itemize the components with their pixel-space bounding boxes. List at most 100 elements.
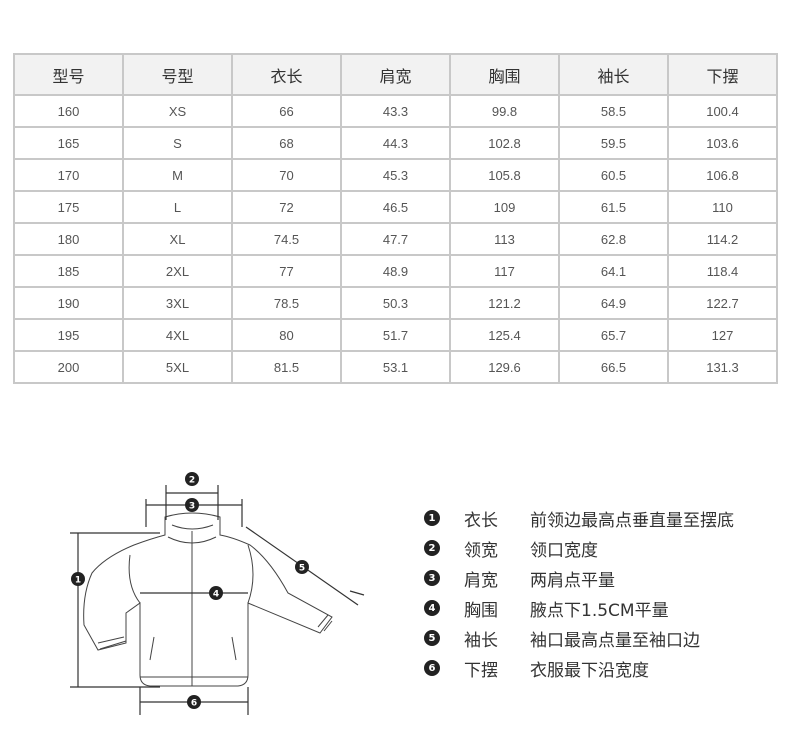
cell-shoulder: 45.3 [340,158,451,192]
marker-4: 4 [209,586,223,600]
header-shoulder: 肩宽 [340,53,451,96]
cell-length: 80 [231,318,342,352]
cell-model: 160 [13,94,124,128]
cell-size-code: 3XL [122,286,233,320]
legend-term: 衣长 [464,510,498,531]
svg-text:6: 6 [191,699,197,709]
legend-item: 5 袖长 袖口最高点量至袖口边 [424,623,734,653]
cell-length: 81.5 [231,350,342,384]
cell-chest: 99.8 [449,94,560,128]
cell-length: 72 [231,190,342,224]
cell-sleeve: 65.7 [558,318,669,352]
cell-chest: 113 [449,222,560,256]
svg-text:2: 2 [189,476,195,486]
cell-model: 190 [13,286,124,320]
jacket-diagram: 1 2 3 4 5 6 [70,472,365,715]
marker-6: 6 [187,695,201,709]
cell-hem: 131.3 [667,350,778,384]
cell-sleeve: 58.5 [558,94,669,128]
legend-term: 肩宽 [464,570,498,591]
cell-size-code: XL [122,222,233,256]
cell-length: 78.5 [231,286,342,320]
sleeve-seam-right [247,544,254,604]
cell-size-code: 2XL [122,254,233,288]
header-size-code: 号型 [122,53,233,96]
legend-term: 胸围 [464,600,498,621]
cell-chest: 105.8 [449,158,560,192]
cell-model: 170 [13,158,124,192]
legend-description: 两肩点平量 [530,570,615,591]
header-model: 型号 [13,53,124,96]
cell-model: 180 [13,222,124,256]
pocket-left [149,636,155,661]
cell-hem: 110 [667,190,778,224]
cell-hem: 103.6 [667,126,778,160]
legend-item: 4 胸围 腋点下1.5CM平量 [424,593,734,623]
cuff-right [317,614,333,632]
cell-sleeve: 66.5 [558,350,669,384]
cell-size-code: XS [122,94,233,128]
cell-size-code: 4XL [122,318,233,352]
cell-chest: 102.8 [449,126,560,160]
marker-3: 3 [185,498,199,512]
cell-chest: 121.2 [449,286,560,320]
legend-item: 2 领宽 领口宽度 [424,533,734,563]
cell-sleeve: 59.5 [558,126,669,160]
cell-hem: 118.4 [667,254,778,288]
cell-model: 165 [13,126,124,160]
cell-chest: 109 [449,190,560,224]
legend-description: 腋点下1.5CM平量 [530,600,669,621]
cell-size-code: L [122,190,233,224]
legend-number: 5 [424,630,440,646]
svg-text:4: 4 [213,590,219,600]
cell-sleeve: 62.8 [558,222,669,256]
cell-hem: 106.8 [667,158,778,192]
cell-model: 175 [13,190,124,224]
cell-sleeve: 61.5 [558,190,669,224]
svg-text:1: 1 [75,576,81,586]
cell-length: 70 [231,158,342,192]
marker-2: 2 [185,472,199,486]
cell-length: 77 [231,254,342,288]
legend-number: 6 [424,660,440,676]
cell-length: 66 [231,94,342,128]
cell-size-code: 5XL [122,350,233,384]
cell-length: 74.5 [231,222,342,256]
cell-model: 200 [13,350,124,384]
legend-number: 1 [424,510,440,526]
marker-5: 5 [295,560,309,574]
cell-size-code: M [122,158,233,192]
legend-description: 袖口最高点量至袖口边 [530,630,700,651]
marker-1: 1 [71,572,85,586]
pocket-right [231,636,237,661]
legend-term: 下摆 [464,660,498,681]
table-header-row: 型号 号型 衣长 肩宽 胸围 袖长 下摆 [13,53,778,96]
legend-item: 3 肩宽 两肩点平量 [424,563,734,593]
legend-description: 前领边最高点垂直量至摆底 [530,510,734,531]
cell-chest: 117 [449,254,560,288]
cell-sleeve: 64.1 [558,254,669,288]
legend-description: 衣服最下沿宽度 [530,660,649,681]
cell-shoulder: 43.3 [340,94,451,128]
legend-description: 领口宽度 [530,540,598,561]
measurement-legend: 1 衣长 前领边最高点垂直量至摆底 2 领宽 领口宽度 3 肩宽 两肩点平量 4… [424,503,734,683]
cell-shoulder: 47.7 [340,222,451,256]
cell-hem: 100.4 [667,94,778,128]
cell-chest: 125.4 [449,318,560,352]
svg-text:5: 5 [299,564,305,574]
legend-number: 3 [424,570,440,586]
cell-model: 195 [13,318,124,352]
cell-hem: 114.2 [667,222,778,256]
legend-number: 2 [424,540,440,556]
jacket-outline [83,512,333,687]
header-chest: 胸围 [449,53,560,96]
cell-hem: 127 [667,318,778,352]
header-hem: 下摆 [667,53,778,96]
